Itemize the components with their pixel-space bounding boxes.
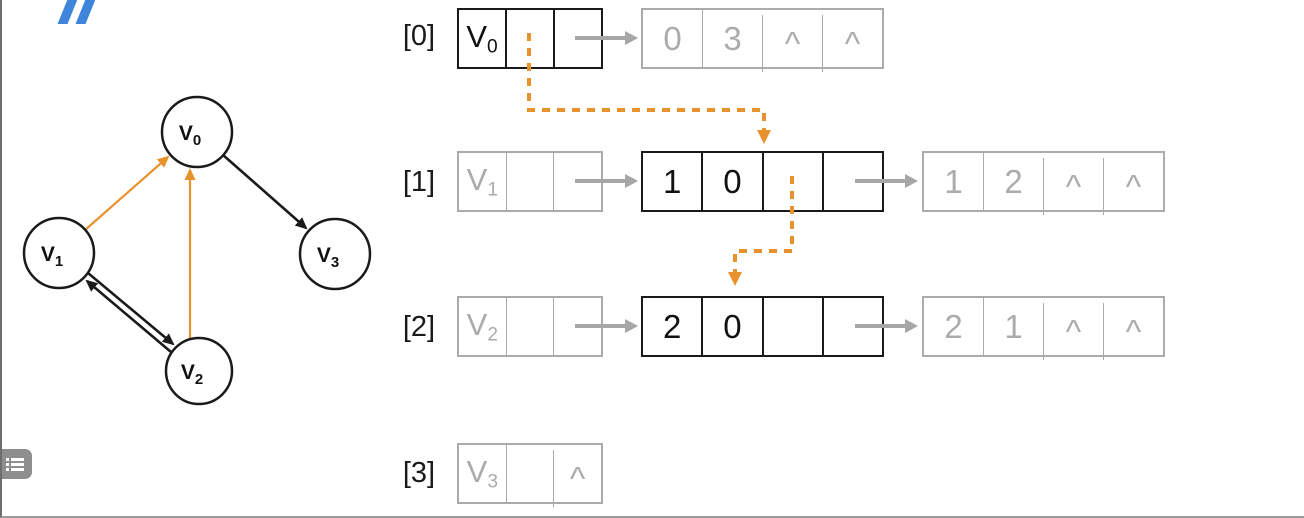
- row1-arr1-cell1: 1: [662, 162, 682, 200]
- row2-arr1-cell2: 0: [701, 298, 761, 355]
- row0-index: [0]: [402, 20, 436, 52]
- row2-pointer-arrow-2: [855, 318, 918, 333]
- row1-arr1-cell3: [761, 153, 822, 210]
- row0-node-name-cell: V0: [466, 18, 498, 58]
- row2-node-name-cell: V2: [466, 306, 499, 346]
- list-icon: [6, 457, 24, 471]
- row2-edge-array-next: 2 1 ^ ^: [922, 296, 1165, 360]
- row0-arr1-cell2: 3: [702, 10, 762, 67]
- row3-index: [3]: [402, 457, 436, 489]
- graph-node-v1: [22, 216, 96, 290]
- edge-v1-v2: [87, 272, 175, 346]
- row1-edge-array-next: 1 2 ^ ^: [922, 151, 1165, 215]
- row0-arr1-cell4: ^: [822, 15, 882, 72]
- graph-node-v3: [298, 217, 372, 291]
- row1-arr2-cell2: 2: [983, 153, 1043, 210]
- row2-edge-array-active: 2 0: [641, 296, 884, 357]
- row1-pointer-arrow-1: [575, 173, 638, 188]
- row0-arr1-cell1: 0: [663, 19, 682, 57]
- row2-arr2-cell2: 1: [983, 298, 1043, 355]
- row2-pointer-arrow-1: [575, 318, 638, 333]
- row3-node-ptr1-cell: [505, 445, 554, 502]
- outline-toggle-button[interactable]: [2, 449, 32, 479]
- graph-node-v0: [160, 95, 234, 169]
- row1-arr2-cell1: 1: [944, 162, 963, 200]
- row2-arr2-cell3: ^: [1043, 303, 1103, 360]
- row1-node-ptr2-cell: [553, 153, 601, 210]
- graph-node-v0-label: V0: [179, 122, 201, 149]
- row2-arr2-cell1: 2: [944, 307, 963, 345]
- graph-node-v1-label: V1: [41, 243, 63, 270]
- row1-node-ptr1-cell: [505, 153, 554, 210]
- edge-v2-v1: [85, 279, 172, 353]
- row2-arr1-cell3: [761, 298, 822, 355]
- graph-node-v3-label: V3: [317, 244, 339, 271]
- row1-node-name-cell: V1: [466, 161, 499, 201]
- row0-node-ptr1-cell: [505, 10, 553, 67]
- row1-arr2-cell4: ^: [1103, 158, 1163, 215]
- row1-arr1-cell4: [821, 153, 882, 210]
- edge-v1-v0: [84, 155, 170, 231]
- row0-edge-array: 0 3 ^ ^: [641, 8, 884, 72]
- row2-node-ptr1-cell: [505, 298, 554, 355]
- row3-node-name-cell: V3: [466, 453, 499, 493]
- row1-index: [1]: [402, 166, 436, 198]
- row1-pointer-arrow-2: [855, 173, 918, 188]
- row3-node-box: V3 ^: [457, 443, 603, 507]
- row1-arr1-cell2: 0: [701, 153, 761, 210]
- graph-node-v2-label: V2: [181, 361, 203, 388]
- graph-diagram: V0 V1 V2 V3: [22, 95, 372, 406]
- row3-node-ptr2-cell: ^: [553, 450, 601, 507]
- row2-node-ptr2-cell: [553, 298, 601, 355]
- row2-arr1-cell4: [821, 298, 882, 355]
- row1-edge-array-active: 1 0: [641, 151, 884, 212]
- row0-arr1-cell3: ^: [762, 15, 822, 72]
- edge-v0-v3: [222, 154, 308, 230]
- row2-arr1-cell1: 2: [662, 307, 682, 345]
- row0-pointer-arrow: [575, 30, 638, 45]
- row1-arr2-cell3: ^: [1043, 158, 1103, 215]
- row2-arr2-cell4: ^: [1103, 303, 1163, 360]
- row2-index: [2]: [402, 311, 436, 343]
- graph-node-v2: [164, 336, 234, 406]
